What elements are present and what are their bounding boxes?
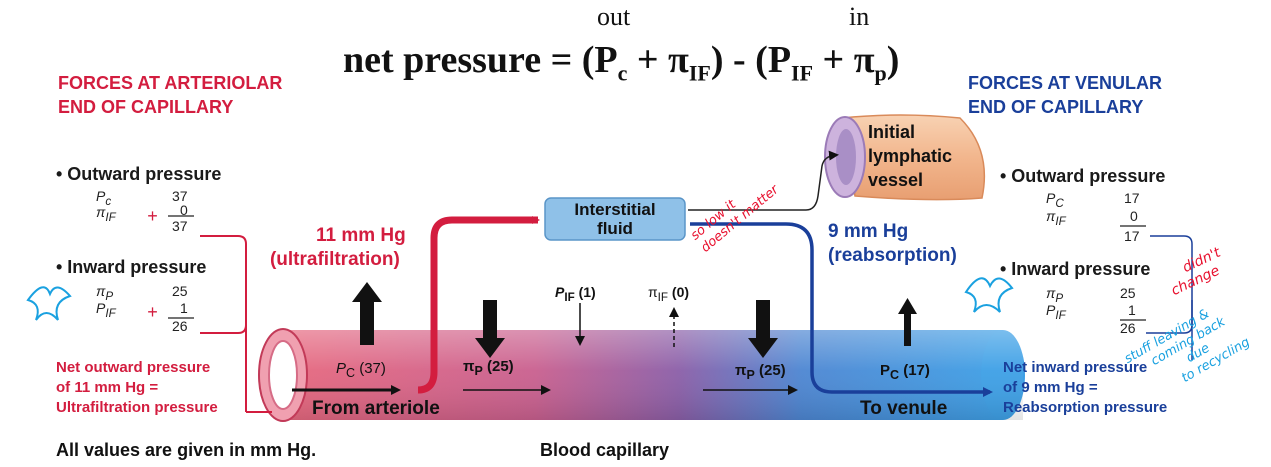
net-inward-pressure: Net inward pressure of 9 mm Hg = Reabsor… bbox=[1003, 358, 1167, 418]
eq-sub-if1: IF bbox=[688, 60, 711, 86]
reabsorption-line1: 9 mm Hg bbox=[828, 221, 909, 242]
left-pc-value: 37 bbox=[172, 188, 188, 204]
pip25-right-label: πP (25) bbox=[735, 362, 786, 382]
right-in-total: 26 bbox=[1120, 320, 1136, 336]
pc17-up-arrow bbox=[904, 312, 911, 346]
star-doodle-right bbox=[964, 277, 1014, 313]
net-inward-line2: of 9 mm Hg = bbox=[1003, 379, 1098, 396]
right-Pif-value: 1 bbox=[1128, 302, 1136, 318]
lymph-flow-arrow bbox=[688, 150, 839, 211]
right-inward-label: • Inward pressure bbox=[1000, 259, 1151, 279]
star-doodle-left bbox=[26, 286, 72, 321]
eq-sub-c: c bbox=[617, 60, 628, 86]
left-pp-value: 25 bbox=[172, 283, 188, 299]
lymph-line3: vessel bbox=[868, 170, 924, 190]
venular-heading: FORCES AT VENULAR END OF CAPILLARY bbox=[968, 71, 1162, 119]
reabsorption-label: 9 mm Hg (reabsorption) bbox=[828, 220, 957, 268]
eq-part-1: net pressure = (P bbox=[343, 39, 618, 81]
eq-part-4: + π bbox=[813, 39, 875, 81]
right-pc-value: 17 bbox=[1124, 190, 1140, 206]
lymphatic-vessel bbox=[824, 114, 986, 201]
pip-down-arrow-left bbox=[483, 300, 497, 340]
lymph-line1: Initial bbox=[868, 122, 916, 142]
pc17-label: PC (17) bbox=[880, 362, 930, 382]
equation-in-label: in bbox=[849, 2, 870, 31]
pc-up-arrow bbox=[360, 300, 374, 345]
ultrafiltration-line2: (ultrafiltration) bbox=[269, 249, 400, 270]
left-pc-label: Pc bbox=[96, 188, 112, 208]
right-pc-label: PC bbox=[1046, 190, 1064, 210]
net-outward-line1: Net outward pressure bbox=[56, 359, 211, 376]
blood-capillary bbox=[258, 328, 1025, 422]
pip25-left-label: πP (25) bbox=[463, 358, 514, 378]
pc37-label: PC (37) bbox=[336, 360, 386, 380]
interstitial-line2: fluid bbox=[597, 219, 633, 238]
ultrafiltration-line1: 11 mm Hg bbox=[316, 225, 406, 246]
net-pressure-equation: net pressure = (Pc + πIF) - (PIF + πp) bbox=[343, 38, 899, 87]
reabsorption-arrow bbox=[690, 222, 993, 397]
left-bracket bbox=[200, 235, 247, 334]
reabsorption-line2: (reabsorption) bbox=[828, 245, 957, 266]
red-x-mark-1: + bbox=[147, 206, 158, 226]
net-inward-line3: Reabsorption pressure bbox=[1003, 399, 1168, 416]
right-pp-value: 25 bbox=[1120, 285, 1136, 301]
right-pif-label: πIF bbox=[1046, 208, 1066, 228]
net-outward-line2: of 11 mm Hg = bbox=[56, 379, 159, 396]
interstitial-fluid-label: Interstitial fluid bbox=[545, 200, 685, 238]
right-out-total: 17 bbox=[1124, 228, 1140, 244]
values-note: All values are given in mm Hg. bbox=[56, 440, 317, 460]
venular-heading-line2: END OF CAPILLARY bbox=[968, 97, 1144, 117]
lymph-line2: lymphatic bbox=[868, 146, 953, 166]
lymphatic-vessel-label: Initial lymphatic vessel bbox=[868, 120, 952, 192]
left-Pif-value: 1 bbox=[180, 300, 188, 316]
blood-capillary-label: Blood capillary bbox=[540, 440, 670, 460]
right-bracket bbox=[1146, 235, 1193, 334]
equation-out-label: out bbox=[597, 2, 631, 31]
ultrafiltration-arrow bbox=[417, 216, 540, 394]
left-pif-value: 0 bbox=[180, 202, 188, 218]
interstitial-line1: Interstitial bbox=[574, 200, 656, 219]
eq-sub-p: p bbox=[874, 60, 887, 86]
left-out-total: 37 bbox=[172, 218, 188, 234]
left-inward-label: • Inward pressure bbox=[56, 257, 207, 277]
arteriolar-heading-line2: END OF CAPILLARY bbox=[58, 97, 234, 117]
pip-down-arrow-right bbox=[756, 300, 770, 340]
to-venule-label: To venule bbox=[860, 398, 948, 419]
net-outward-pressure: Net outward pressure of 11 mm Hg = Ultra… bbox=[56, 358, 218, 418]
right-pif-value: 0 bbox=[1130, 208, 1138, 224]
right-Pif-label: PIF bbox=[1046, 302, 1066, 322]
arteriolar-heading-line1: FORCES AT ARTERIOLAR bbox=[58, 73, 283, 93]
piif0-label: πIF (0) bbox=[648, 284, 690, 304]
net-outward-line3: Ultrafiltration pressure bbox=[56, 399, 218, 416]
left-outward-label: • Outward pressure bbox=[56, 164, 222, 184]
pif1-label: PIF (1) bbox=[555, 284, 596, 304]
red-x-mark-2: + bbox=[147, 302, 158, 322]
left-in-total: 26 bbox=[172, 318, 188, 334]
eq-part-5: ) bbox=[886, 39, 900, 81]
from-arteriole-label: From arteriole bbox=[312, 398, 440, 419]
venular-heading-line1: FORCES AT VENULAR bbox=[968, 73, 1163, 93]
net-inward-line1: Net inward pressure bbox=[1003, 359, 1148, 376]
eq-part-2: + π bbox=[627, 39, 689, 81]
right-outward-label: • Outward pressure bbox=[1000, 166, 1166, 186]
eq-part-3: ) - (P bbox=[710, 39, 792, 81]
eq-sub-if2: IF bbox=[791, 60, 814, 86]
left-Pif-label: PIF bbox=[96, 300, 116, 320]
right-pp-label: πP bbox=[1046, 285, 1064, 305]
arteriolar-heading: FORCES AT ARTERIOLAR END OF CAPILLARY bbox=[58, 71, 282, 119]
left-pif-label: πIF bbox=[96, 204, 116, 224]
left-pp-label: πP bbox=[96, 283, 114, 303]
ultrafiltration-label: 11 mm Hg (ultrafiltration) bbox=[270, 224, 406, 272]
interstitial-fluid-box bbox=[544, 197, 686, 241]
